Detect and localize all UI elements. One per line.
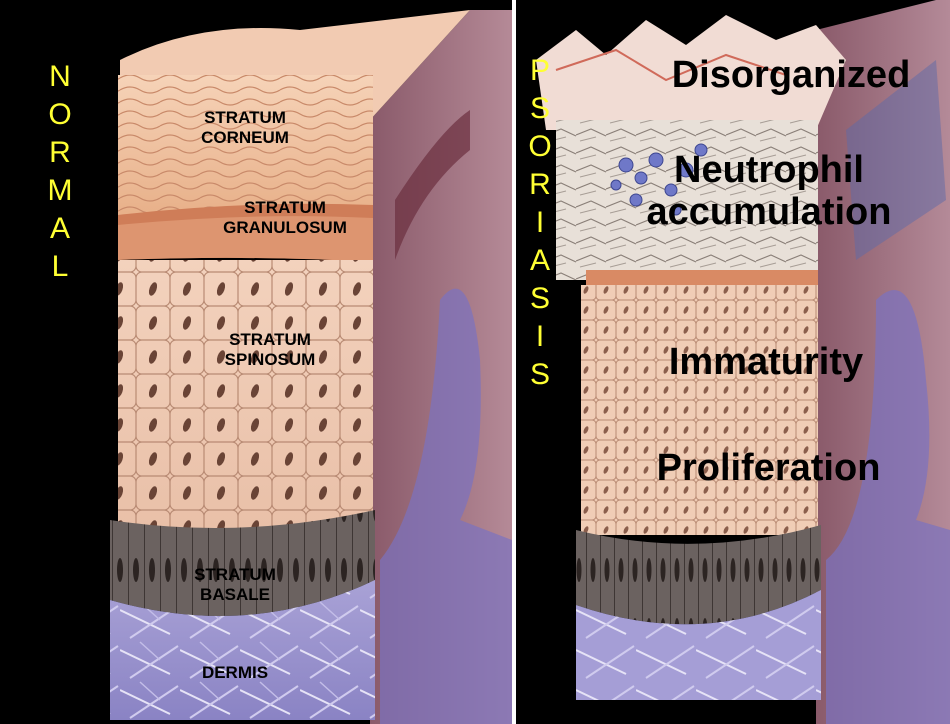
normal-letter: A — [40, 210, 80, 248]
disorganized-label: Disorganized — [636, 55, 946, 97]
neutrophil-accumulation-label: Neutrophil accumulation — [604, 150, 934, 234]
dermis-label: DERMIS — [185, 663, 285, 683]
normal-letter: O — [40, 96, 80, 134]
normal-letter: R — [40, 134, 80, 172]
psoriasis-panel: P S O R I A S I S Disorganized Neutrophi… — [516, 0, 950, 724]
psoriasis-letter: A — [520, 242, 560, 280]
normal-letter: M — [40, 172, 80, 210]
psoriasis-letter: R — [520, 166, 560, 204]
psoriasis-letter: S — [520, 356, 560, 394]
immaturity-label: Immaturity — [616, 342, 916, 384]
stratum-granulosum-label: STRATUM GRANULOSUM — [205, 198, 365, 237]
psoriasis-vertical-label: P S O R I A S I S — [520, 52, 560, 394]
psoriasis-letter: O — [520, 128, 560, 166]
normal-vertical-label: N O R M A L — [40, 58, 80, 286]
psoriasis-letter: I — [520, 318, 560, 356]
normal-panel: N O R M A L STRATUM CORNEUM STRATUM GRAN… — [0, 0, 512, 724]
normal-letter: N — [40, 58, 80, 96]
psoriasis-letter: I — [520, 204, 560, 242]
stratum-spinosum-label: STRATUM SPINOSUM — [195, 330, 345, 369]
psoriasis-letter: P — [520, 52, 560, 90]
stratum-corneum-label: STRATUM CORNEUM — [175, 108, 315, 147]
normal-letter: L — [40, 248, 80, 286]
stratum-basale-label: STRATUM BASALE — [170, 565, 300, 604]
psoriasis-letter: S — [520, 90, 560, 128]
proliferation-label: Proliferation — [606, 448, 931, 490]
psoriasis-letter: S — [520, 280, 560, 318]
